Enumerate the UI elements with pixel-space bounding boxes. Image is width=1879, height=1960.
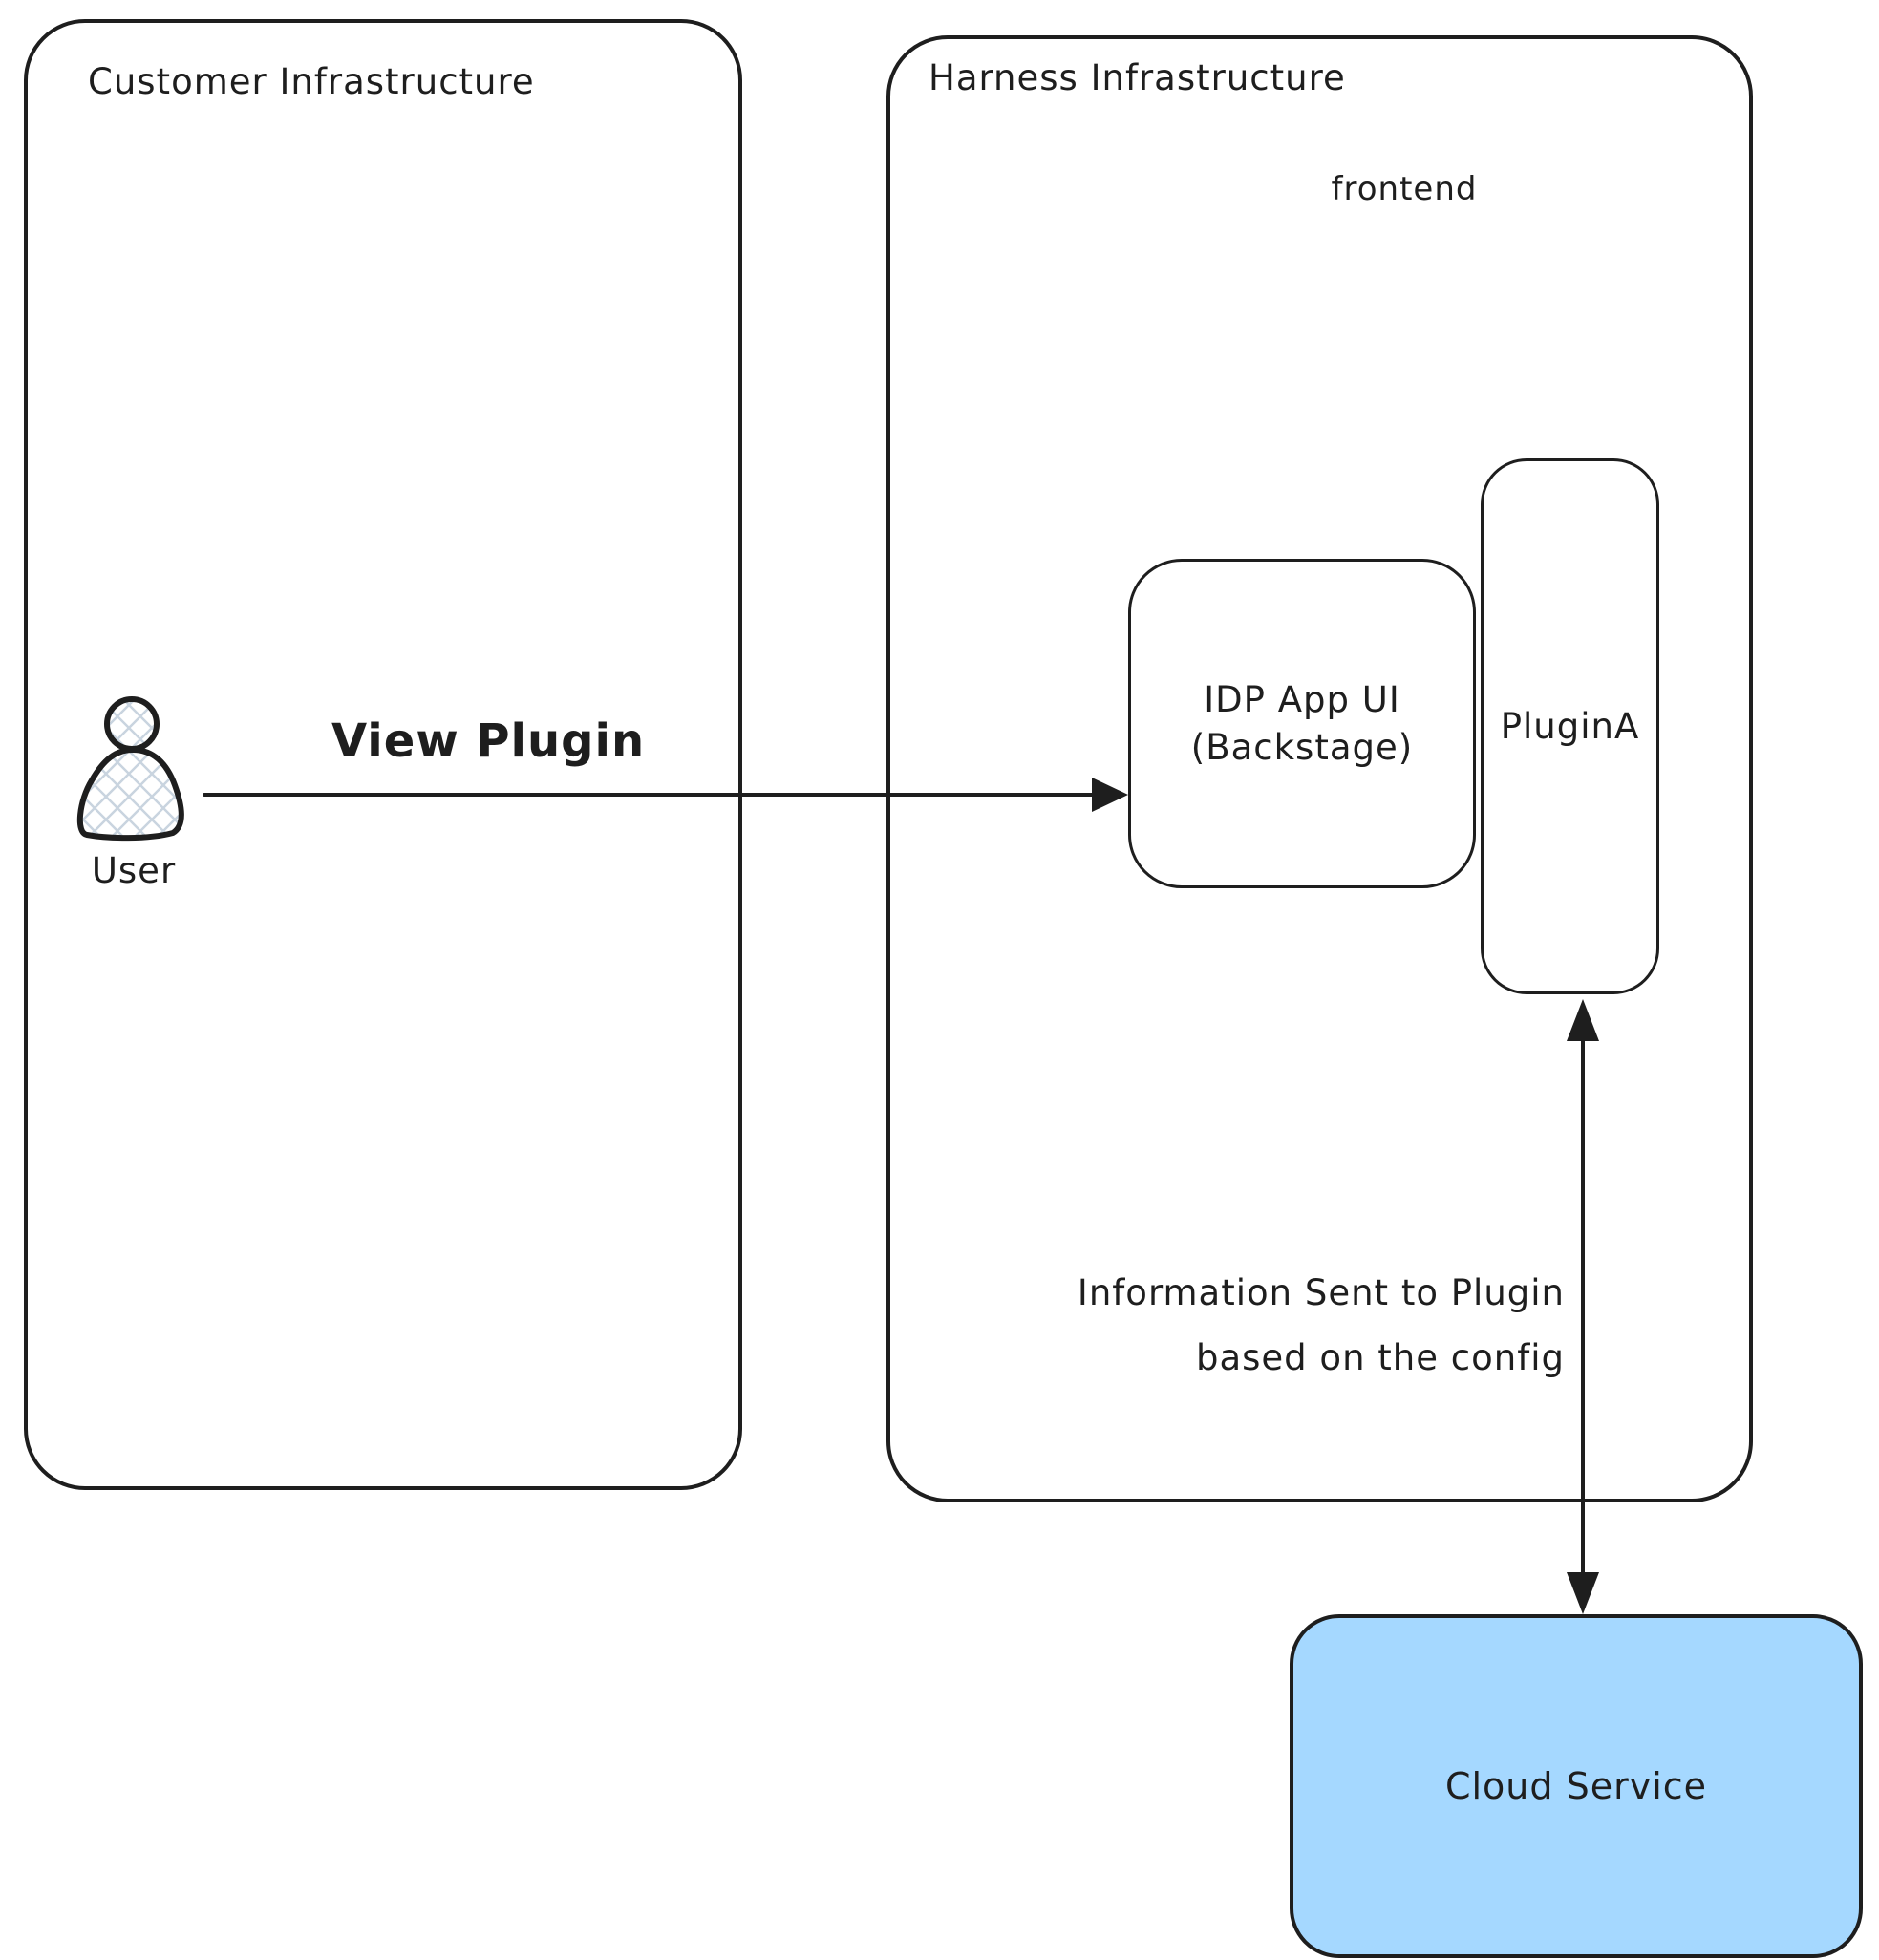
information-sent-label-line1: Information Sent to Plugin (1077, 1272, 1565, 1313)
view-plugin-arrowhead-icon (1092, 778, 1128, 812)
view-plugin-arrow-line (203, 793, 1096, 797)
plugin-cloud-arrowhead-up-icon (1567, 999, 1599, 1041)
idp-app-ui-label-line2: (Backstage) (1190, 726, 1414, 768)
cloud-service-label: Cloud Service (1444, 1765, 1708, 1807)
customer-infrastructure-title: Customer Infrastructure (88, 61, 535, 102)
plugin-a-label: PluginA (1500, 705, 1640, 747)
information-sent-label-line2: based on the config (1195, 1337, 1565, 1378)
idp-app-ui-label-line1: IDP App UI (1204, 678, 1400, 720)
user-icon (76, 696, 184, 842)
view-plugin-arrow-label: View Plugin (331, 714, 646, 768)
idp-app-ui-node: IDP App UI (Backstage) (1128, 559, 1476, 888)
plugin-cloud-arrow-line (1581, 1033, 1585, 1580)
frontend-region-label: frontend (1331, 170, 1478, 208)
user-label: User (91, 850, 177, 891)
plugin-a-node: PluginA (1481, 458, 1659, 994)
information-sent-label: Information Sent to Plugin based on the … (1003, 1261, 1565, 1391)
harness-infrastructure-title: Harness Infrastructure (929, 57, 1346, 98)
cloud-service-node: Cloud Service (1290, 1614, 1863, 1958)
plugin-cloud-arrowhead-down-icon (1567, 1572, 1599, 1614)
